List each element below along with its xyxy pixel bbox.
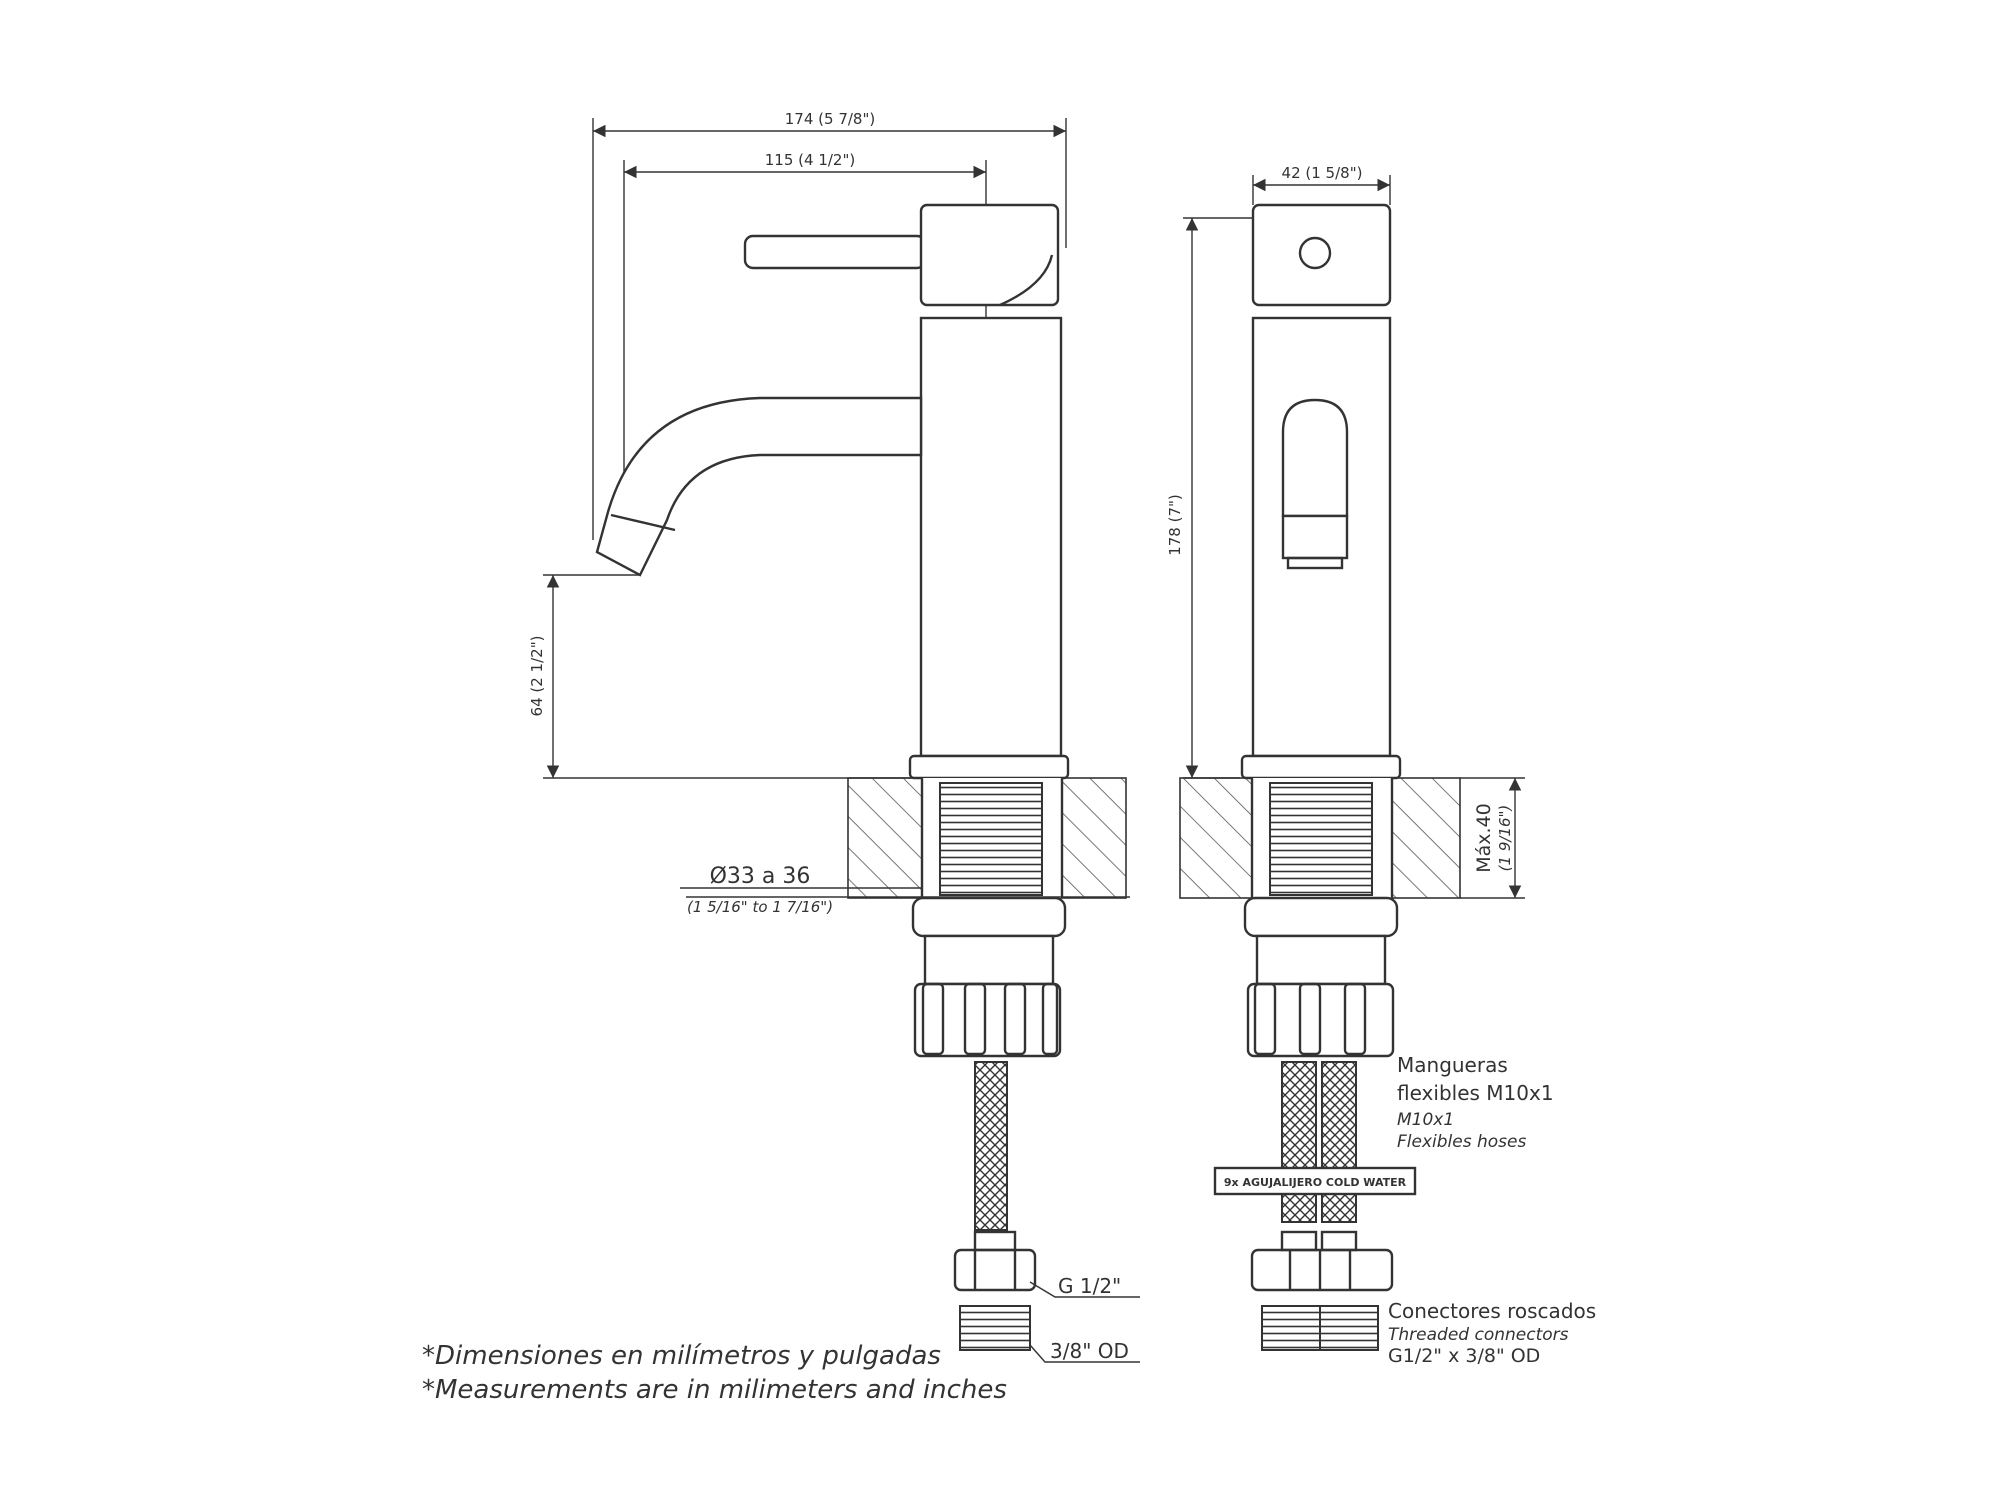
aerator xyxy=(1281,514,1349,560)
connectors-callout: Conectores roscados Threaded connectors … xyxy=(1388,1299,1596,1367)
hose-callout: Mangueras flexibles M10x1 M10x1 Flexible… xyxy=(1397,1053,1554,1152)
spout-height-label: 64 (2 1/2") xyxy=(528,636,546,717)
dim-hole-diameter: Ø33 a 36 (1 5/16" to 1 7/16") xyxy=(680,864,922,916)
base-ring xyxy=(908,754,1070,780)
mounting-nut xyxy=(913,982,1062,1058)
front-fitting-left xyxy=(1261,1305,1321,1351)
note-spanish: *Dimensiones en milímetros y pulgadas xyxy=(422,1341,941,1371)
hoses-es-line2: flexibles M10x1 xyxy=(1397,1081,1554,1105)
front-fitting-right xyxy=(1319,1305,1379,1351)
cold-water-tag-label: 9x AGUJALIJERO COLD WATER xyxy=(1224,1176,1407,1189)
lock-washer xyxy=(911,896,1067,938)
hex-connector xyxy=(953,1248,1037,1292)
note-english: *Measurements are in milimeters and inch… xyxy=(422,1375,1007,1405)
handle-indicator-icon xyxy=(1298,236,1332,270)
hoses-es-line1: Mangueras xyxy=(1397,1053,1508,1077)
dim-total-height: 178 (7") xyxy=(1166,217,1258,779)
measurement-notes: *Dimensiones en milímetros y pulgadas *M… xyxy=(422,1341,1007,1405)
max-counter-label: Máx.40 xyxy=(1473,803,1495,873)
connectors-spec: G1/2" x 3/8" OD xyxy=(1388,1345,1540,1367)
hoses-en-line1: M10x1 xyxy=(1397,1110,1454,1130)
connectors-en: Threaded connectors xyxy=(1388,1325,1569,1345)
spout-reach-label: 115 (4 1/2") xyxy=(765,151,855,169)
overall-width-label: 174 (5 7/8") xyxy=(785,110,875,128)
front-hex-connectors xyxy=(1250,1248,1394,1292)
front-view: 42 (1 5/8") 178 (7") Máx.40 xyxy=(1166,164,1596,1367)
front-hose-right xyxy=(1321,1061,1357,1223)
side-view: 174 (5 7/8") 115 (4 1/2") 64 (2 1/2") xyxy=(528,110,1140,1363)
dim-spout-height: 64 (2 1/2") xyxy=(528,574,940,779)
threaded-fitting xyxy=(959,1305,1031,1351)
spout-front xyxy=(1281,398,1349,518)
front-threaded-shank xyxy=(1269,782,1373,896)
connectors-es: Conectores roscados xyxy=(1388,1299,1596,1323)
front-lock-washer xyxy=(1243,896,1399,938)
hoses-en-line2: Flexibles hoses xyxy=(1397,1132,1526,1152)
braided-hose xyxy=(974,1061,1008,1231)
hole-diameter-label: Ø33 a 36 xyxy=(710,864,811,889)
max-counter-inch-label: (1 9/16") xyxy=(1496,805,1514,872)
total-height-label: 178 (7") xyxy=(1166,494,1184,556)
front-shank-sleeve xyxy=(1255,934,1387,986)
body-width-label: 42 (1 5/8") xyxy=(1282,164,1363,182)
lever-handle xyxy=(743,234,927,270)
spout xyxy=(595,396,923,577)
front-base-ring xyxy=(1240,754,1402,780)
handle-cap xyxy=(919,203,1060,307)
dim-max-counter: Máx.40 (1 9/16") xyxy=(1460,777,1525,899)
g-half-label: G 1/2" xyxy=(1058,1274,1121,1298)
hole-diameter-inch-label: (1 5/16" to 1 7/16") xyxy=(687,898,833,916)
dim-body-width: 42 (1 5/8") xyxy=(1252,164,1391,205)
front-handle-cap xyxy=(1251,203,1392,307)
od-label: 3/8" OD xyxy=(1050,1339,1129,1363)
threaded-shank xyxy=(939,782,1043,896)
front-hose-left xyxy=(1281,1061,1317,1223)
faucet-body xyxy=(919,316,1063,758)
cold-water-tag xyxy=(1213,1166,1417,1196)
shank-sleeve xyxy=(923,934,1055,986)
dim-overall-width: 174 (5 7/8") xyxy=(592,110,1067,540)
